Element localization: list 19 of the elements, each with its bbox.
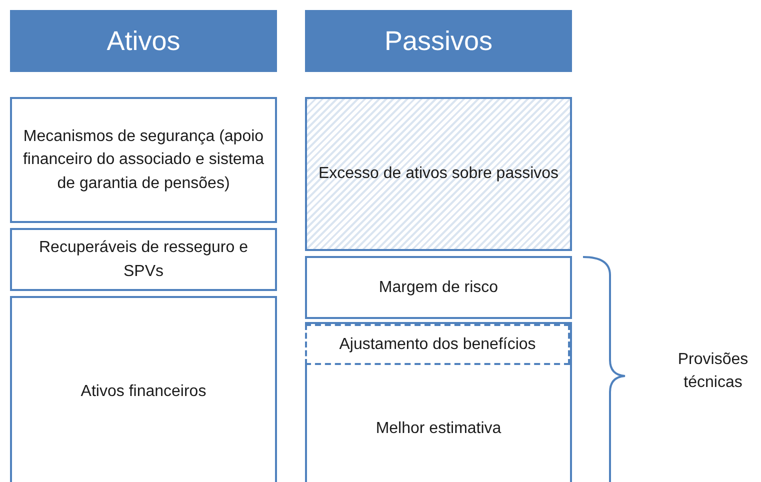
header-text: Passivos [384, 26, 493, 56]
box-text: Mecanismos de segurança (apoio financeiro do associado e sistema de garantia de pensões) [22, 127, 265, 194]
asset-box [10, 97, 277, 223]
dashed-box [305, 324, 570, 365]
box-text: Melhor estimativa [376, 418, 502, 439]
box-text: Recuperáveis de resseguro e SPVs [38, 238, 249, 282]
column-header [10, 10, 277, 72]
box-text: Margem de risco [378, 278, 498, 298]
surplus-box [305, 97, 572, 251]
asset-box [10, 228, 277, 291]
box-text: Excesso de ativos sobre passivos [318, 164, 559, 184]
box-text: Ajustamento dos benefícios [339, 334, 536, 355]
column-header [305, 10, 572, 72]
asset-box [10, 296, 277, 482]
brace-label: Provisões técnicas [676, 350, 750, 394]
box-text: Ativos financeiros [80, 382, 206, 402]
liability-box [305, 322, 572, 482]
liability-box [305, 256, 572, 319]
header-text: Ativos [106, 26, 180, 56]
